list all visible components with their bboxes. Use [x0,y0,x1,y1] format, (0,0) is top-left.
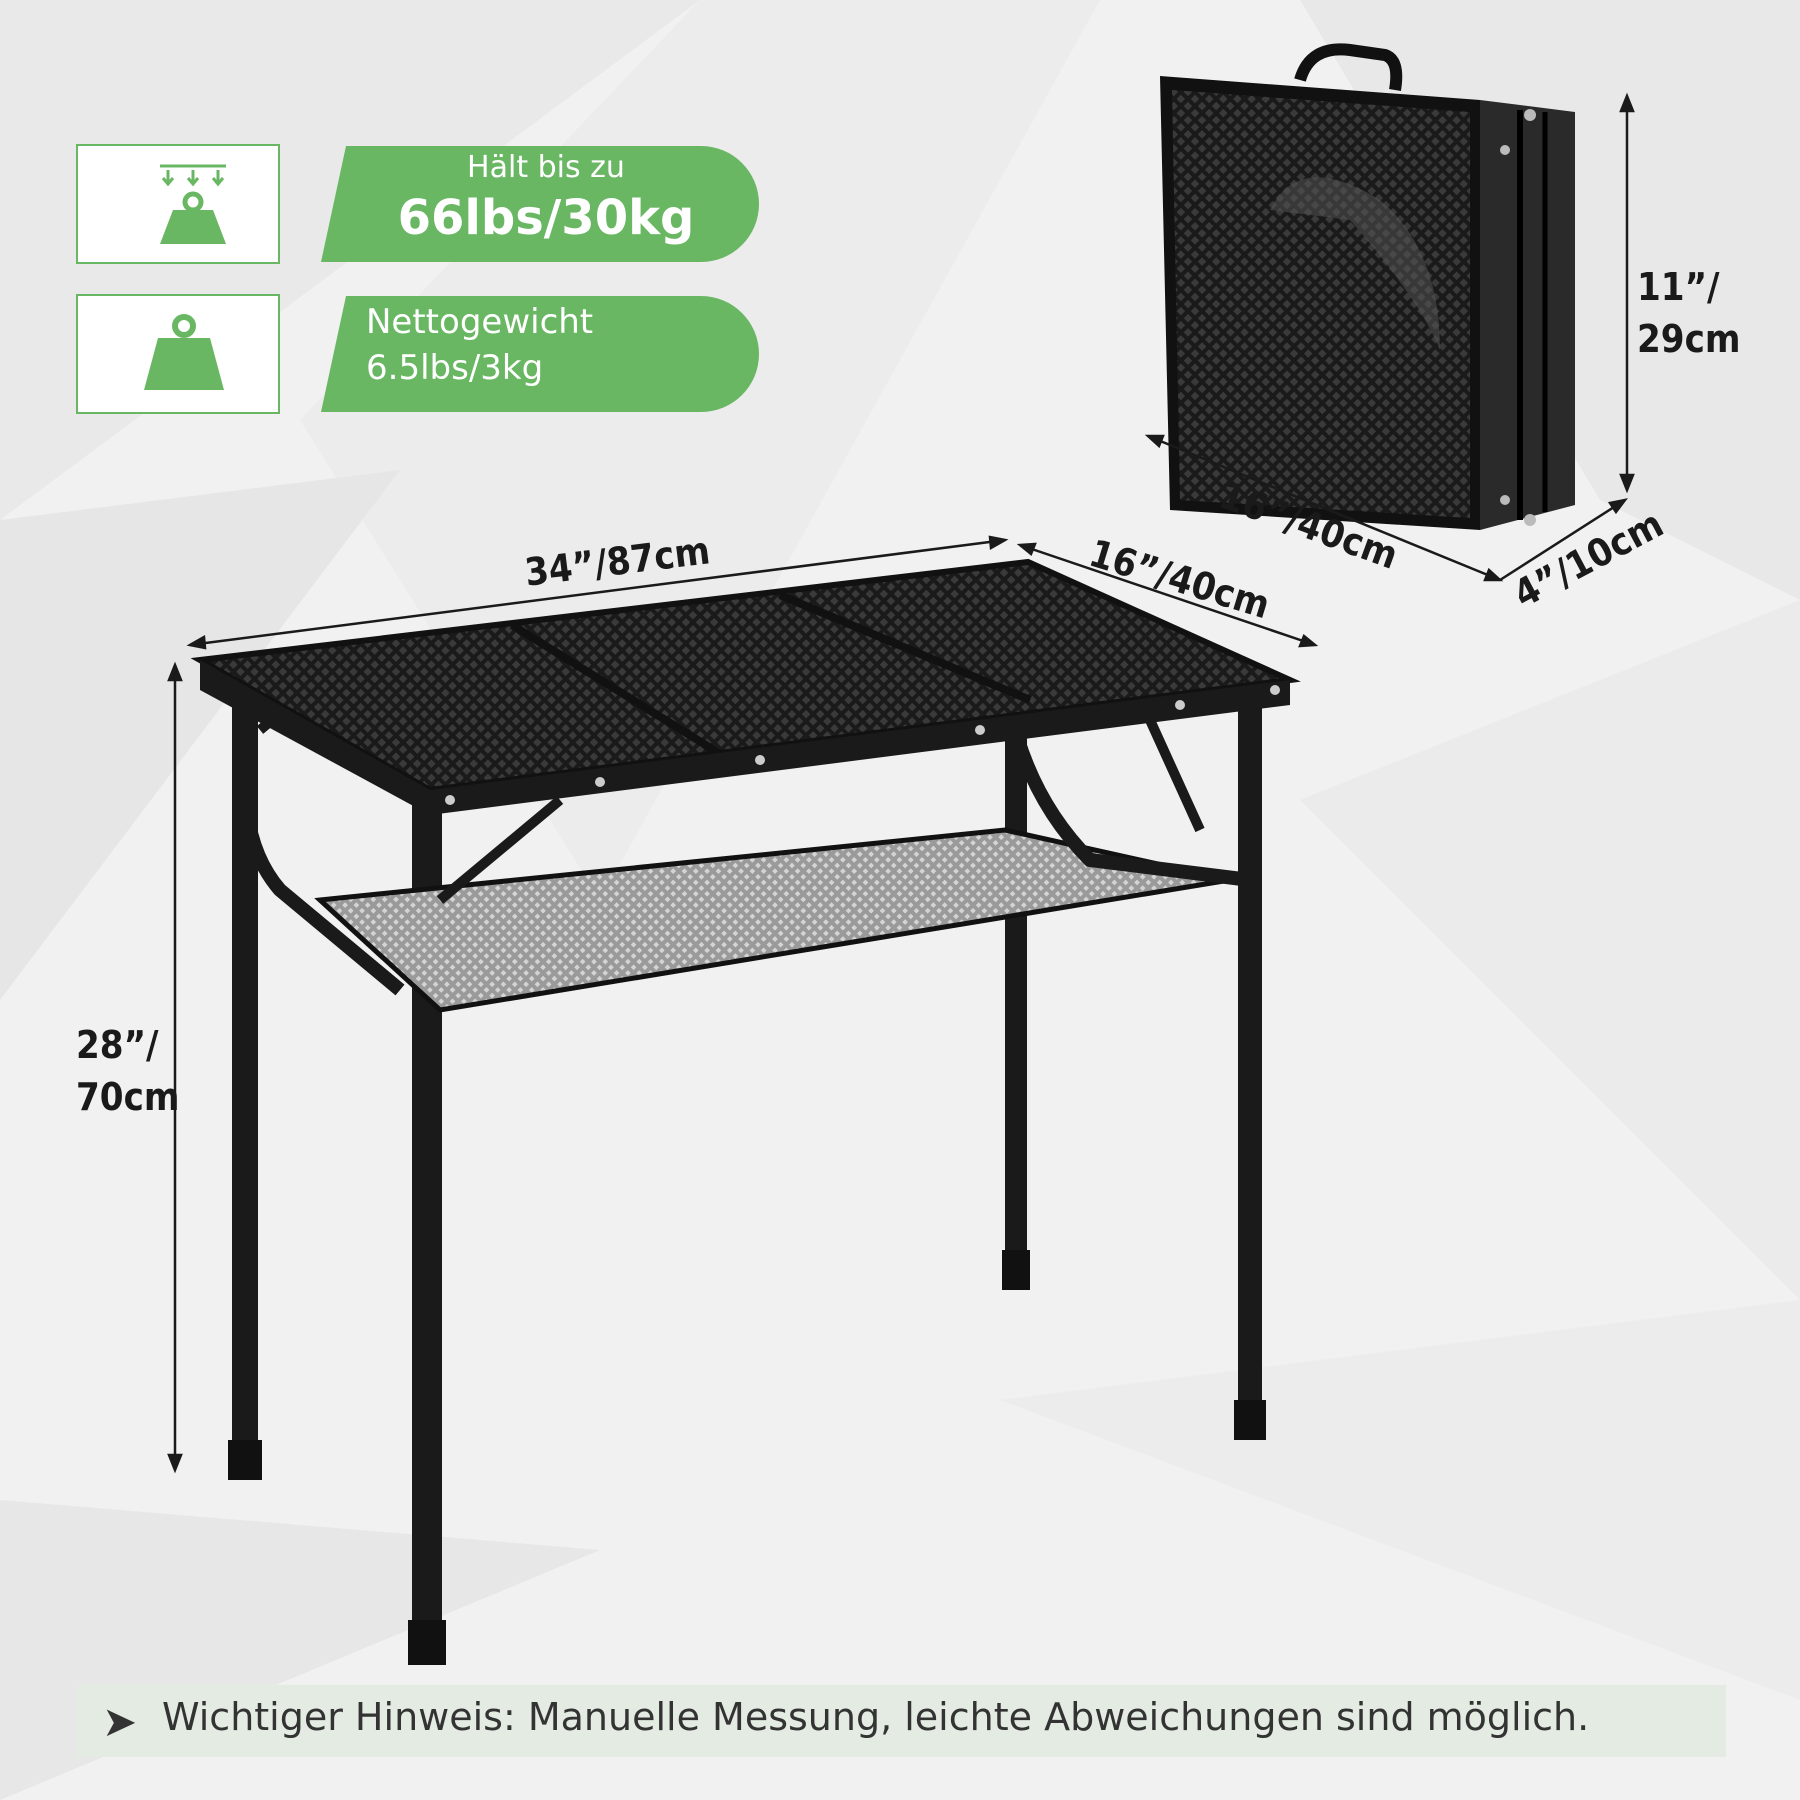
table-height-label-line2: 70cm [76,1075,180,1119]
load-label: Hält bis zu [467,150,625,185]
spec-pill-background [321,296,759,412]
note-bar: ➤ Wichtiger Hinweis: Manuelle Messung, l… [76,1685,1726,1757]
spec-pill-background [321,146,759,262]
note-text: Wichtiger Hinweis: Manuelle Messung, lei… [162,1695,1590,1739]
net-weight-spec: Nettogewicht 6.5lbs/3kg [76,294,761,414]
net-weight-label: Nettogewicht [366,302,594,342]
arrow-right-icon: ➤ [102,1697,138,1746]
folded-height-label-line1: 11”/ [1637,265,1720,309]
load-capacity-spec: Hält bis zu 66lbs/30kg [76,144,761,264]
net-weight-value: 6.5lbs/3kg [366,348,544,388]
folded-height-label-line2: 29cm [1637,317,1741,361]
load-value: 66lbs/30kg [397,190,695,246]
weight-load-icon [160,164,226,244]
weight-icon [144,314,224,390]
table-height-label-line1: 28”/ [76,1023,159,1067]
